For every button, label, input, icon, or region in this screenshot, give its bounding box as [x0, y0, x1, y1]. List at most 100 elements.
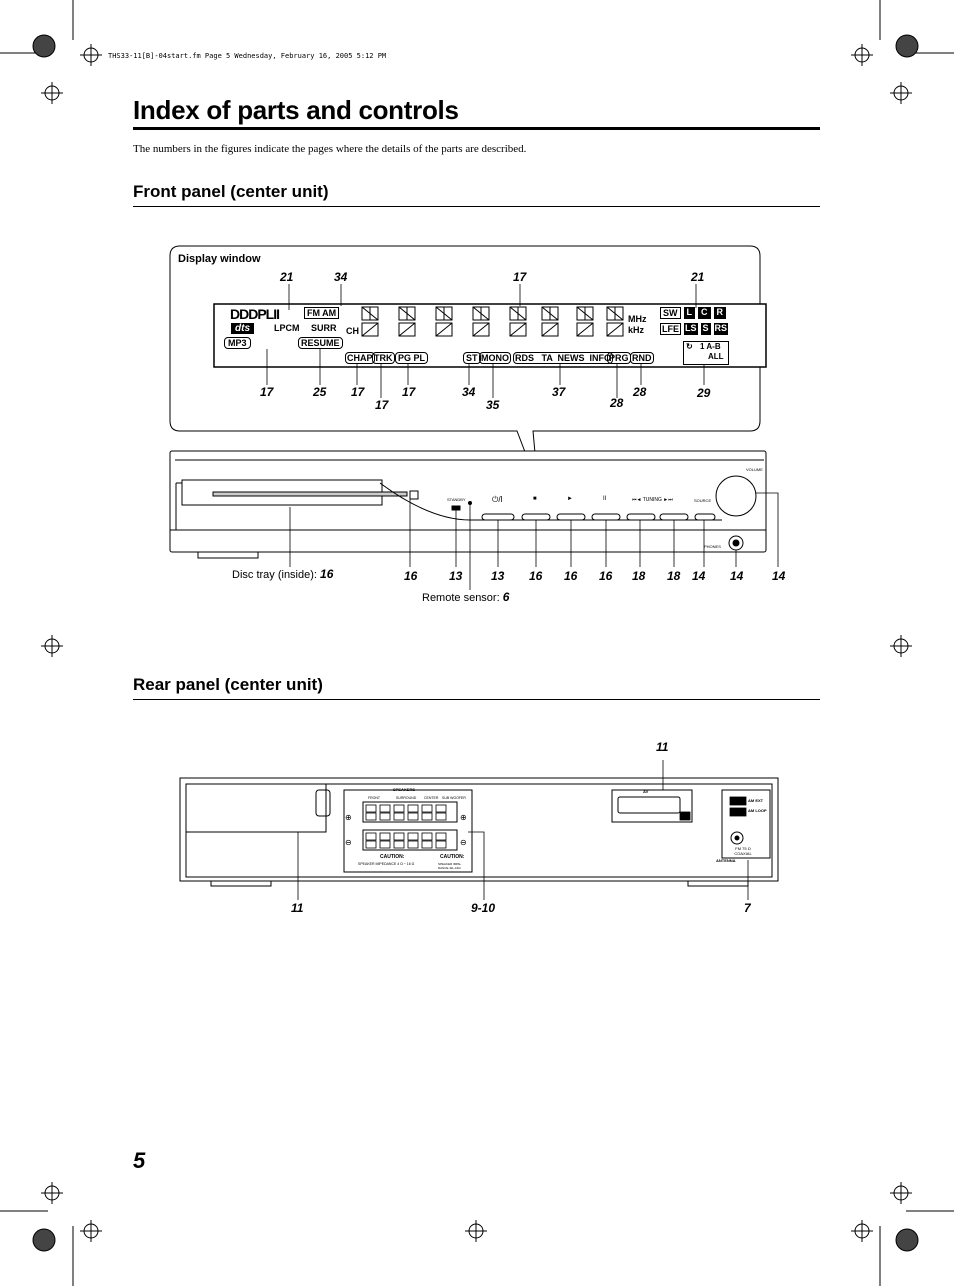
- callout-resume: 25: [313, 385, 327, 399]
- khz-indicator: kHz: [628, 325, 645, 335]
- title-rule: [133, 127, 820, 130]
- display-window-label: Display window: [178, 253, 261, 265]
- callout-rear-11: 11: [291, 901, 304, 915]
- s-indicator: S: [700, 323, 711, 335]
- remote-sensor-text: Remote sensor:: [422, 592, 503, 604]
- repeat-all: ALL: [708, 352, 724, 361]
- plus-terminal-icon: ⊕: [345, 813, 352, 822]
- caution-label: CAUTION:: [380, 854, 405, 860]
- ls-indicator: LS: [684, 323, 698, 335]
- am-loop-label: AM LOOP: [748, 808, 767, 813]
- front-panel-heading: Front panel (center unit): [133, 182, 329, 201]
- callout-unit-16d: 16: [599, 569, 613, 583]
- pg-pl-indicator: PG PL: [395, 352, 429, 364]
- speakers-label: SPEAKERS: [393, 787, 416, 792]
- callout-chap: 17: [351, 385, 365, 399]
- trk-indicator: TRK: [372, 352, 395, 364]
- ch-indicator: CH: [346, 326, 359, 336]
- av-label: AV: [643, 789, 649, 794]
- rs-indicator: RS: [713, 323, 729, 335]
- surr-indicator: SURR: [311, 323, 337, 333]
- plus-terminal-icon-right: ⊕: [460, 813, 467, 822]
- rear-panel-heading: Rear panel (center unit): [133, 675, 323, 694]
- source-label: SOURCE: [694, 498, 712, 503]
- lpcm-indicator: LPCM: [274, 323, 300, 333]
- rear-panel-rule: [133, 699, 820, 700]
- front-panel-rule: [133, 206, 820, 207]
- callout-unit-18b: 18: [667, 569, 681, 583]
- c-indicator: C: [698, 307, 711, 319]
- stop-button-label: ■: [533, 496, 537, 502]
- disc-tray-text: Disc tray (inside):: [232, 569, 321, 581]
- resume-indicator: RESUME: [298, 337, 343, 349]
- callout-unit-14b: 14: [730, 569, 744, 583]
- page-number: 5: [133, 1148, 146, 1173]
- speaker-indicators-top: SW L C R: [660, 307, 726, 319]
- callout-display-17: 17: [513, 270, 527, 284]
- callout-pg-pl: 17: [402, 385, 416, 399]
- callout-display-21a: 21: [280, 270, 294, 284]
- mono-indicator: MONO: [479, 352, 511, 364]
- l-indicator: L: [683, 307, 695, 319]
- display-leader-lines: [0, 0, 954, 625]
- dolby-indicator: DDDPLII: [230, 306, 280, 322]
- mhz-indicator: MHz: [628, 314, 647, 324]
- antenna-label: ANTENNA: [716, 858, 736, 863]
- dts-indicator: dts: [231, 323, 254, 334]
- front-unit-drawing: [0, 0, 954, 625]
- surround-label: SURROUND: [396, 796, 417, 800]
- callout-rear-7: 7: [744, 901, 751, 915]
- page-title: Index of parts and controls: [133, 95, 459, 125]
- callout-prg: 28: [610, 396, 624, 410]
- repeat-indicator: ↻ 1 A-B ALL: [683, 341, 729, 365]
- disc-tray-page: 16: [320, 567, 334, 581]
- minus-terminal-icon: ⊖: [345, 838, 352, 847]
- callout-unit-13b: 13: [491, 569, 505, 583]
- speaker-indicators-bottom: LFE LS S RS: [660, 323, 729, 335]
- callout-rear-11-top: 11: [656, 740, 669, 754]
- subwoofer-label: SUB WOOFER: [442, 796, 466, 800]
- tuning-label: ⏮◄ TUNING ►⏭: [632, 497, 673, 503]
- repeat-1ab: 1 A-B: [700, 342, 721, 351]
- rds-indicator-group: RDS TA NEWS INFO: [513, 352, 613, 364]
- phones-label: PHONES: [704, 544, 721, 549]
- st-indicator: ST: [463, 352, 481, 364]
- callout-unit-16c: 16: [564, 569, 578, 583]
- remote-sensor-label: Remote sensor: 6: [422, 590, 509, 604]
- am-ext-label: AM EXT: [748, 798, 764, 803]
- file-info-header: THS33-11[B]-04start.fm Page 5 Wednesday,…: [108, 52, 387, 60]
- callout-unit-16a: 16: [404, 569, 418, 583]
- standby-label: STANDBY: [447, 497, 466, 502]
- disc-tray-label: Disc tray (inside): 16: [232, 567, 333, 581]
- callout-display-34: 34: [334, 270, 348, 284]
- r-indicator: R: [713, 307, 726, 319]
- callout-trk: 17: [375, 398, 389, 412]
- play-button-label: ►: [567, 496, 573, 502]
- minus-terminal-icon-right: ⊖: [460, 838, 467, 847]
- repeat-arrow-icon: ↻: [686, 342, 693, 351]
- power-button-label: ⏻/I: [492, 495, 503, 504]
- callout-unit-14c: 14: [772, 569, 786, 583]
- callout-mp3: 17: [260, 385, 274, 399]
- rear-unit-drawing: [179, 760, 779, 900]
- center-label: CENTER: [424, 796, 439, 800]
- rnd-indicator: RND: [630, 352, 654, 364]
- callout-repeat: 29: [697, 386, 711, 400]
- impedance-b-label: SPEAKER IMPE-DANCE 4Ω~16Ω: [438, 862, 462, 870]
- fm-am-indicator: FM AM: [304, 307, 340, 319]
- sw-indicator: SW: [660, 307, 681, 319]
- caution2-label: CAUTION:: [440, 854, 465, 860]
- segment-display: [360, 305, 625, 346]
- callout-unit-16b: 16: [529, 569, 543, 583]
- chap-indicator: CHAP: [345, 352, 375, 364]
- pause-button-label: II: [603, 496, 607, 502]
- remote-sensor-page: 6: [502, 590, 510, 604]
- front-label: FRONT: [368, 796, 381, 800]
- callout-rds: 37: [552, 385, 566, 399]
- callout-st: 34: [462, 385, 476, 399]
- callout-unit-14a: 14: [692, 569, 706, 583]
- callout-display-21b: 21: [691, 270, 705, 284]
- callout-unit-18a: 18: [632, 569, 646, 583]
- callout-rear-9-10: 9-10: [471, 901, 496, 915]
- fm-coaxial-label: FM 75 Ω COAXIAL: [734, 846, 752, 856]
